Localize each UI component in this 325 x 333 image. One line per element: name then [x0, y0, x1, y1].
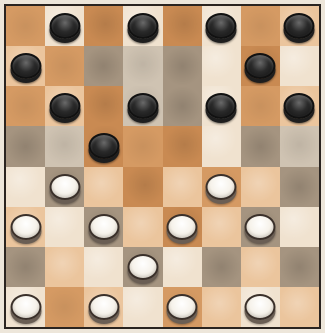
board-square-r0-c1[interactable]: [45, 6, 84, 46]
white-checker-piece[interactable]: [10, 294, 41, 320]
black-checker-piece[interactable]: [127, 13, 158, 39]
board-square-r6-c4[interactable]: [163, 247, 202, 287]
board-square-r4-c5[interactable]: [202, 167, 241, 207]
board-square-r0-c6[interactable]: [241, 6, 280, 46]
white-checker-piece[interactable]: [167, 214, 198, 240]
white-checker-piece[interactable]: [88, 294, 119, 320]
board-square-r6-c5[interactable]: [202, 247, 241, 287]
board-square-r4-c1[interactable]: [45, 167, 84, 207]
board-square-r1-c2[interactable]: [84, 46, 123, 86]
board-square-r4-c4[interactable]: [163, 167, 202, 207]
board-square-r5-c1[interactable]: [45, 207, 84, 247]
board-square-r1-c7[interactable]: [280, 46, 319, 86]
black-checker-piece[interactable]: [284, 13, 315, 39]
board-square-r2-c6[interactable]: [241, 86, 280, 126]
board-square-r7-c0[interactable]: [6, 287, 45, 327]
board-square-r1-c4[interactable]: [163, 46, 202, 86]
board-square-r0-c7[interactable]: [280, 6, 319, 46]
board-square-r3-c0[interactable]: [6, 126, 45, 166]
board-square-r3-c7[interactable]: [280, 126, 319, 166]
board-square-r1-c1[interactable]: [45, 46, 84, 86]
black-checker-piece[interactable]: [206, 13, 237, 39]
black-checker-piece[interactable]: [206, 93, 237, 119]
board-square-r6-c0[interactable]: [6, 247, 45, 287]
checkers-board: [6, 6, 319, 327]
board-square-r1-c0[interactable]: [6, 46, 45, 86]
board-square-r3-c2[interactable]: [84, 126, 123, 166]
board-square-r7-c6[interactable]: [241, 287, 280, 327]
board-square-r0-c2[interactable]: [84, 6, 123, 46]
board-square-r6-c6[interactable]: [241, 247, 280, 287]
board-square-r7-c5[interactable]: [202, 287, 241, 327]
board-square-r7-c1[interactable]: [45, 287, 84, 327]
board-square-r4-c2[interactable]: [84, 167, 123, 207]
black-checker-piece[interactable]: [49, 13, 80, 39]
board-square-r4-c3[interactable]: [123, 167, 162, 207]
board-square-r5-c3[interactable]: [123, 207, 162, 247]
board-square-r5-c6[interactable]: [241, 207, 280, 247]
board-square-r3-c1[interactable]: [45, 126, 84, 166]
board-square-r6-c3[interactable]: [123, 247, 162, 287]
black-checker-piece[interactable]: [284, 93, 315, 119]
board-square-r0-c0[interactable]: [6, 6, 45, 46]
board-square-r7-c4[interactable]: [163, 287, 202, 327]
board-square-r5-c2[interactable]: [84, 207, 123, 247]
board-square-r2-c0[interactable]: [6, 86, 45, 126]
black-checker-piece[interactable]: [88, 133, 119, 159]
board-square-r1-c6[interactable]: [241, 46, 280, 86]
board-square-r4-c0[interactable]: [6, 167, 45, 207]
board-square-r5-c5[interactable]: [202, 207, 241, 247]
board-square-r5-c4[interactable]: [163, 207, 202, 247]
board-square-r4-c6[interactable]: [241, 167, 280, 207]
board-square-r0-c4[interactable]: [163, 6, 202, 46]
board-square-r2-c7[interactable]: [280, 86, 319, 126]
black-checker-piece[interactable]: [245, 53, 276, 79]
board-square-r5-c0[interactable]: [6, 207, 45, 247]
board-square-r3-c6[interactable]: [241, 126, 280, 166]
board-square-r2-c5[interactable]: [202, 86, 241, 126]
board-square-r3-c3[interactable]: [123, 126, 162, 166]
white-checker-piece[interactable]: [206, 174, 237, 200]
white-checker-piece[interactable]: [127, 254, 158, 280]
board-square-r6-c7[interactable]: [280, 247, 319, 287]
white-checker-piece[interactable]: [88, 214, 119, 240]
black-checker-piece[interactable]: [49, 93, 80, 119]
board-square-r7-c3[interactable]: [123, 287, 162, 327]
board-square-r7-c7[interactable]: [280, 287, 319, 327]
board-square-r3-c5[interactable]: [202, 126, 241, 166]
board-square-r2-c3[interactable]: [123, 86, 162, 126]
board-square-r0-c3[interactable]: [123, 6, 162, 46]
board-square-r2-c2[interactable]: [84, 86, 123, 126]
board-square-r3-c4[interactable]: [163, 126, 202, 166]
board-square-r5-c7[interactable]: [280, 207, 319, 247]
white-checker-piece[interactable]: [245, 294, 276, 320]
white-checker-piece[interactable]: [49, 174, 80, 200]
board-square-r7-c2[interactable]: [84, 287, 123, 327]
white-checker-piece[interactable]: [167, 294, 198, 320]
black-checker-piece[interactable]: [10, 53, 41, 79]
board-square-r1-c5[interactable]: [202, 46, 241, 86]
black-checker-piece[interactable]: [127, 93, 158, 119]
board-square-r2-c4[interactable]: [163, 86, 202, 126]
board-square-r6-c1[interactable]: [45, 247, 84, 287]
board-square-r2-c1[interactable]: [45, 86, 84, 126]
board-square-r0-c5[interactable]: [202, 6, 241, 46]
board-square-r1-c3[interactable]: [123, 46, 162, 86]
white-checker-piece[interactable]: [10, 214, 41, 240]
white-checker-piece[interactable]: [245, 214, 276, 240]
board-square-r6-c2[interactable]: [84, 247, 123, 287]
board-square-r4-c7[interactable]: [280, 167, 319, 207]
